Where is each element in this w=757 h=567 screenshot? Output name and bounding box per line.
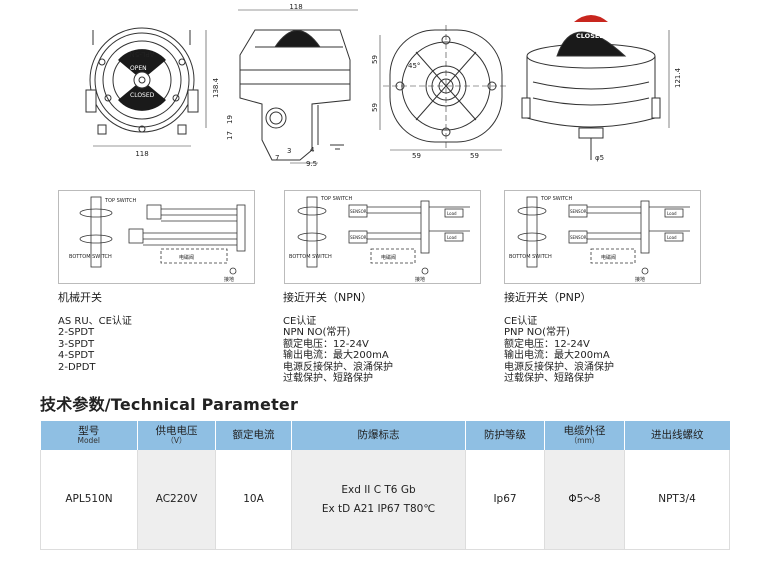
top-dim-b: 59	[470, 152, 479, 160]
caption-title: 接近开关（PNP）	[504, 291, 592, 304]
front-dim-bottom-b: 19	[226, 115, 234, 124]
caption-line: 2-DPDT	[58, 361, 96, 373]
cell-current: 10A	[215, 450, 292, 550]
caption-line: 电源反接保护、浪涌保护	[504, 361, 614, 373]
mech-solenoid: 电磁阀	[179, 254, 194, 261]
mechanical-wiring-svg: TOP SWITCH BOTTOM SWITCH 电磁阀 接地	[69, 196, 246, 283]
front-dial-closed: CLOSED	[130, 92, 155, 99]
caption-title: 接近开关（NPN）	[283, 291, 373, 304]
npn-ground: 接地	[415, 276, 425, 283]
pnp-sensor-2: SENSOR	[570, 235, 587, 240]
side-dim-d: 9.5	[306, 160, 317, 168]
side-dim-c: 4	[310, 146, 315, 154]
mech-top-switch: TOP SWITCH	[104, 198, 136, 204]
caption-line: 过载保护、短路保护	[283, 373, 373, 384]
caption-line: NPN NO(常开)	[283, 327, 351, 338]
caption-mechanical: 机械开关 AS RU、CE认证 2-SPDT 3-SPDT 4-SPDT 2-D…	[58, 292, 132, 373]
caption-npn: 接近开关（NPN） CE认证 NPN NO(常开) 额定电压：12-24V 输出…	[283, 292, 393, 385]
front-dim-width: 118	[135, 150, 148, 158]
npn-bottom-switch: BOTTOM SWITCH	[289, 254, 332, 260]
wiring-diagram-pnp: TOP SWITCH BOTTOM SWITCH SENSOR SENSOR L…	[504, 190, 701, 284]
front-dial-open: OPEN	[130, 65, 147, 72]
npn-sensor-2: SENSOR	[350, 235, 367, 240]
npn-sensor-1: SENSOR	[350, 209, 367, 214]
caption-line: 4-SPDT	[58, 350, 95, 361]
header-current: 额定电流	[215, 421, 292, 450]
front-dim-height: 138.4	[212, 77, 220, 98]
header-voltage: 供电电压（V）	[137, 421, 216, 450]
top-dim-side-b: 59	[371, 103, 379, 112]
caption-line: 额定电压：12-24V	[283, 338, 369, 350]
section-title: 技术参数/Technical Parameter	[40, 395, 299, 414]
caption-line: 额定电压：12-24V	[504, 338, 590, 350]
caption-line: AS RU、CE认证	[58, 315, 132, 327]
perspective-dome-text: CLOSED	[576, 32, 605, 40]
cell-explosion: Exd II C T6 Gb Ex tD A21 IP67 T80℃	[291, 450, 466, 550]
technical-drawings: APL-5N OPEN CLOSED 118 138.4 17 19 118 7…	[85, 3, 682, 168]
cell-thread: NPT3/4	[624, 450, 730, 550]
cell-explosion-line-2: Ex tD A21 IP67 T80℃	[321, 502, 436, 515]
caption-line: 输出电流：最大200mA	[283, 350, 389, 361]
pnp-load-2: Load	[667, 235, 677, 240]
mech-bottom-switch: BOTTOM SWITCH	[69, 254, 112, 260]
table-row: APL510N AC220V 10A Exd II C T6 Gb Ex tD …	[40, 450, 730, 550]
side-dim-a: 7	[275, 154, 279, 162]
caption-line: 3-SPDT	[58, 338, 95, 350]
npn-wiring-svg: TOP SWITCH BOTTOM SWITCH SENSOR SENSOR L…	[289, 196, 470, 283]
pnp-top-switch: TOP SWITCH	[540, 196, 572, 202]
caption-line: 输出电流：最大200mA	[504, 350, 610, 361]
npn-solenoid: 电磁阀	[381, 254, 396, 261]
pnp-wiring-svg: TOP SWITCH BOTTOM SWITCH SENSOR SENSOR L…	[509, 196, 690, 283]
caption-line: CE认证	[504, 315, 538, 327]
top-view-drawing	[379, 25, 509, 151]
front-dim-bottom-a: 17	[226, 131, 234, 140]
header-explosion: 防爆标志	[291, 421, 466, 450]
perspective-dim-height: 121.4	[674, 67, 682, 88]
npn-top-switch: TOP SWITCH	[320, 196, 352, 202]
side-dim-top: 118	[289, 3, 302, 11]
front-view-dial	[112, 49, 172, 111]
wiring-diagram-npn: TOP SWITCH BOTTOM SWITCH SENSOR SENSOR L…	[284, 190, 481, 284]
caption-line: 2-SPDT	[58, 327, 95, 338]
cell-cable: Φ5～8	[544, 450, 625, 550]
caption-line: 电源反接保护、浪涌保护	[283, 361, 393, 373]
pnp-ground: 接地	[635, 276, 645, 283]
cell-explosion-line-1: Exd II C T6 Gb	[341, 483, 416, 496]
header-thread: 进出线螺纹	[624, 421, 730, 450]
cell-voltage: AC220V	[137, 450, 216, 550]
npn-load-1: Load	[447, 211, 457, 216]
perspective-dim-shaft: φ5	[595, 154, 604, 162]
pnp-solenoid: 电磁阀	[601, 254, 616, 261]
pnp-load-1: Load	[667, 211, 677, 216]
perspective-view-drawing	[521, 15, 670, 160]
npn-load-2: Load	[447, 235, 457, 240]
caption-pnp: 接近开关（PNP） CE认证 PNP NO(常开) 额定电压：12-24V 输出…	[504, 292, 614, 385]
top-angle: 45°	[408, 62, 420, 70]
caption-line: PNP NO(常开)	[504, 327, 570, 338]
side-view-drawing	[238, 9, 358, 164]
wiring-diagram-mechanical: TOP SWITCH BOTTOM SWITCH 电磁阀 接地	[58, 190, 255, 284]
header-protection: 防护等级	[465, 421, 545, 450]
cell-protection: Ip67	[465, 450, 545, 550]
caption-line: 过载保护、短路保护	[504, 373, 594, 384]
caption-title: 机械开关	[58, 291, 102, 304]
cell-model: APL510N	[40, 450, 138, 550]
pnp-bottom-switch: BOTTOM SWITCH	[509, 254, 552, 260]
top-dim-a: 59	[412, 152, 421, 160]
caption-line: CE认证	[283, 315, 317, 327]
side-dim-b: 3	[287, 147, 291, 155]
header-cable: 电缆外径（mm）	[544, 421, 625, 450]
mech-ground: 接地	[224, 276, 234, 283]
front-view-drawing	[85, 27, 207, 147]
front-dome-text: APL-5N	[129, 50, 154, 58]
pnp-sensor-1: SENSOR	[570, 209, 587, 214]
top-dim-side-a: 59	[371, 55, 379, 64]
